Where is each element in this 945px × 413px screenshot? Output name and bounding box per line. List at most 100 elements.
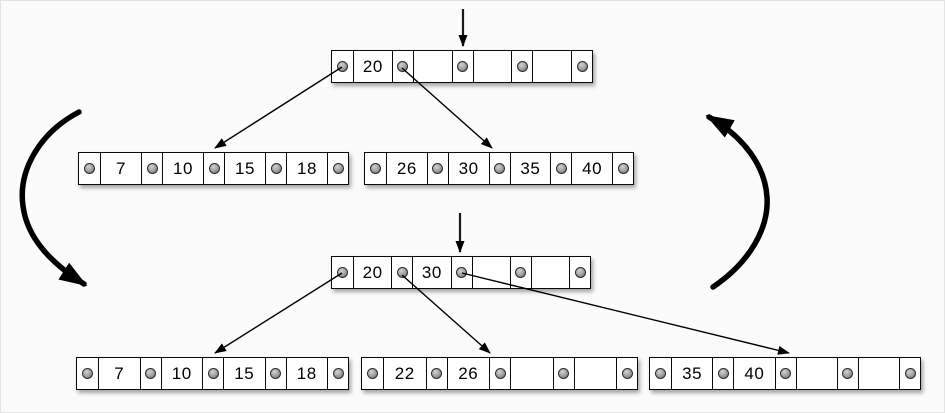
- key-cell: 7: [98, 358, 140, 389]
- key-cell: 30: [447, 153, 489, 184]
- key-cell: 35: [509, 153, 551, 184]
- pointer-cell: [365, 153, 386, 184]
- pointer-dot-icon: [367, 368, 378, 379]
- key-cell: 26: [446, 358, 489, 389]
- key-cell: 18: [285, 358, 327, 389]
- cycle-arrow-left: [19, 109, 88, 287]
- pointer-dot-icon: [208, 163, 220, 174]
- node-bottom-left-child: 7 10 15 18: [76, 357, 349, 390]
- node-top-root: 20: [331, 50, 593, 83]
- pointer-dot-icon: [146, 163, 158, 174]
- pointer-cell: [425, 358, 447, 389]
- pointer-dot-icon: [494, 163, 505, 174]
- pointer-cell: [612, 153, 633, 184]
- key-cell: [530, 257, 569, 288]
- pointer-dot-icon: [842, 368, 854, 379]
- key-cell: 40: [571, 153, 612, 184]
- pointer-cell: [774, 358, 796, 389]
- pointer-cell: [451, 51, 473, 82]
- key-cell: 40: [733, 358, 775, 389]
- pointer-cell: [327, 153, 348, 184]
- pointer-cell: [488, 153, 510, 184]
- top-root-ptr1-link: [214, 66, 343, 149]
- pointer-cell: [141, 153, 162, 184]
- pointer-dot-icon: [431, 368, 442, 379]
- pointer-dot-icon: [456, 267, 467, 278]
- pointer-cell: [899, 358, 920, 389]
- key-cell: [857, 358, 899, 389]
- pointer-cell: [332, 51, 353, 82]
- key-cell: 15: [223, 358, 265, 389]
- pointer-dot-icon: [516, 61, 528, 72]
- pointer-dot-icon: [555, 163, 567, 174]
- pointer-dot-icon: [621, 368, 633, 379]
- pointer-cell: [139, 358, 161, 389]
- key-cell: [412, 51, 452, 82]
- pointer-dot-icon: [432, 163, 444, 174]
- pointer-dot-icon: [397, 61, 409, 72]
- pointer-cell: [571, 51, 592, 82]
- pointer-dot-icon: [717, 368, 729, 379]
- pointer-cell: [569, 257, 590, 288]
- pointer-dot-icon: [576, 61, 588, 72]
- pointer-cell: [616, 358, 637, 389]
- key-cell: 26: [386, 153, 427, 184]
- pointer-cell: [391, 51, 413, 82]
- key-cell: [573, 358, 616, 389]
- key-cell: [510, 358, 553, 389]
- pointer-dot-icon: [332, 368, 344, 379]
- pointer-dot-icon: [270, 163, 282, 174]
- pointer-dot-icon: [84, 163, 95, 174]
- pointer-dot-icon: [558, 368, 569, 379]
- pointer-cell: [79, 153, 100, 184]
- node-top-right-child: 26 30 35 40: [364, 152, 634, 185]
- pointer-dot-icon: [370, 163, 381, 174]
- key-cell: 20: [353, 257, 392, 288]
- node-bottom-middle-child: 22 26: [361, 357, 638, 390]
- pointer-dot-icon: [574, 267, 586, 278]
- key-cell: 22: [383, 358, 426, 389]
- key-cell: 20: [353, 51, 392, 82]
- pointer-dot-icon: [82, 368, 93, 379]
- pointer-cell: [552, 358, 574, 389]
- key-cell: 10: [162, 153, 203, 184]
- pointer-cell: [426, 153, 448, 184]
- pointer-dot-icon: [780, 368, 791, 379]
- key-cell: 35: [671, 358, 713, 389]
- key-cell: 30: [412, 257, 451, 288]
- cycle-arrow-right: [705, 114, 770, 290]
- pointer-dot-icon: [337, 267, 348, 278]
- pointer-cell: [836, 358, 858, 389]
- pointer-dot-icon: [904, 368, 916, 379]
- pointer-dot-icon: [332, 163, 344, 174]
- pointer-cell: [265, 153, 286, 184]
- pointer-cell: [203, 153, 224, 184]
- key-cell: 10: [160, 358, 202, 389]
- pointer-cell: [712, 358, 734, 389]
- key-cell: [472, 51, 512, 82]
- bottom-root-ptr1-link: [214, 272, 343, 354]
- pointer-dot-icon: [396, 267, 408, 278]
- pointer-cell: [332, 257, 353, 288]
- pointer-dot-icon: [337, 61, 348, 72]
- pointer-dot-icon: [494, 368, 506, 379]
- pointer-dot-icon: [207, 368, 219, 379]
- pointer-cell: [489, 358, 510, 389]
- key-cell: [532, 51, 571, 82]
- pointer-dot-icon: [270, 368, 281, 379]
- pointer-dot-icon: [515, 267, 527, 278]
- pointer-cell: [650, 358, 671, 389]
- pointer-cell: [509, 257, 531, 288]
- key-cell: 18: [286, 153, 327, 184]
- node-bottom-right-child: 35 40: [649, 357, 921, 390]
- pointer-cell: [264, 358, 286, 389]
- pointer-cell: [362, 358, 383, 389]
- key-cell: [795, 358, 837, 389]
- pointer-dot-icon: [617, 163, 629, 174]
- pointer-cell: [511, 51, 533, 82]
- pointer-cell: [450, 257, 472, 288]
- key-cell: 7: [100, 153, 141, 184]
